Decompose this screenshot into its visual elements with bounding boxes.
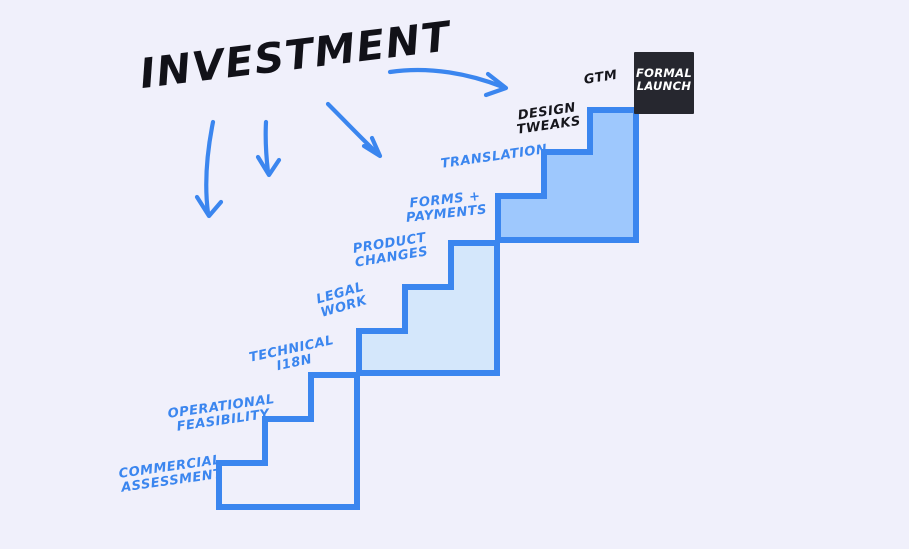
arrow-down-left-icon [194,119,224,219]
arrow-down-right-icon [325,101,383,159]
arrow-to-launch-icon [387,67,509,98]
arrow-down-middle-icon [255,119,282,178]
step-group-bottom [216,372,360,510]
step-group-top [495,107,639,243]
formal-launch-line2: LAUNCH [636,79,692,94]
step-group-middle [356,240,500,376]
formal-launch-line1: FORMAL [636,66,692,80]
